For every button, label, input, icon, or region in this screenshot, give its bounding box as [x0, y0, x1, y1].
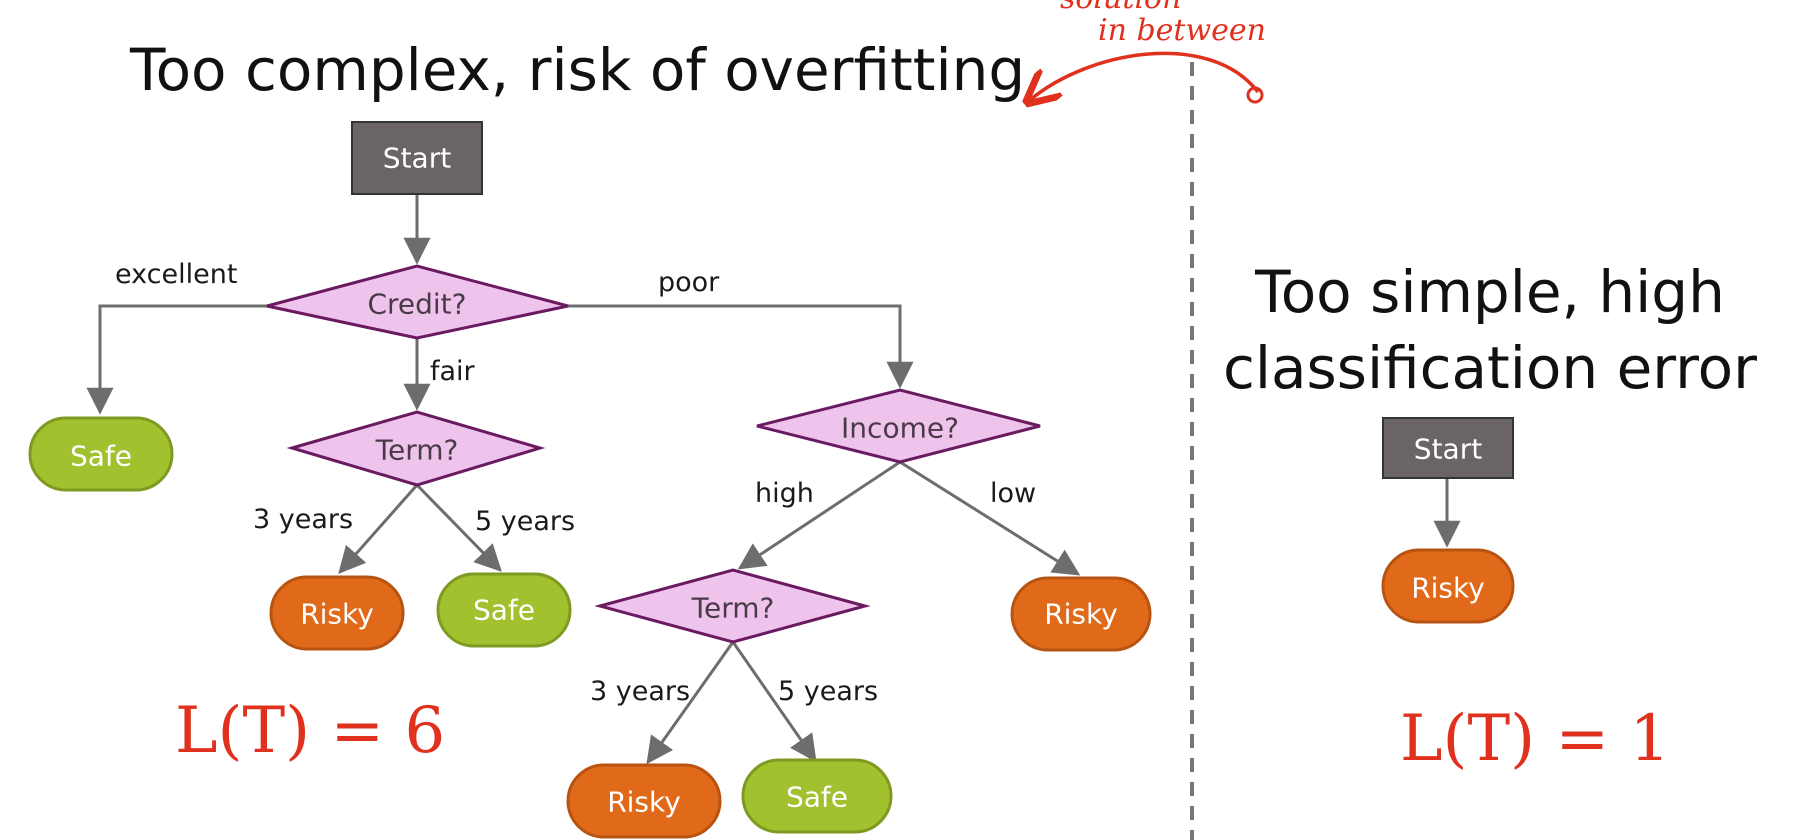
node-credit: Credit? [266, 264, 569, 340]
svg-text:Safe: Safe [473, 594, 535, 627]
svg-text:Start: Start [383, 142, 451, 175]
svg-text:Safe: Safe [70, 440, 132, 473]
svg-text:Risky: Risky [607, 786, 681, 819]
right-title-line1: Too simple, high [1254, 258, 1725, 326]
svg-text:Income?: Income? [841, 412, 959, 445]
svg-text:Safe: Safe [786, 781, 848, 814]
svg-text:Term?: Term? [375, 434, 459, 467]
edge-label-5-years: 5 years [475, 506, 575, 537]
edge-label-5-years-b: 5 years [778, 676, 878, 707]
edge-credit-excellent [86, 304, 267, 415]
leaf-safe-excellent: Safe [28, 416, 174, 492]
edge-term2-5y [731, 641, 817, 763]
svg-text:Risky: Risky [300, 598, 374, 631]
node-term-credit-fair: Term? [286, 410, 546, 487]
edge-term1-5y [415, 483, 502, 572]
right-node-start: Start [1382, 417, 1514, 479]
node-income: Income? [756, 388, 1041, 464]
leaf-risky-low: Risky [1010, 576, 1152, 652]
leaf-risky-3-years: Risky [269, 575, 405, 651]
leaf-safe-5-years-b: Safe [741, 758, 893, 834]
right-leaf-risky: Risky [1381, 548, 1515, 624]
edge-label-low: low [990, 478, 1036, 509]
edge-term2-3y [646, 641, 735, 765]
node-term-income-high: Term? [594, 568, 871, 644]
svg-text:Start: Start [1414, 433, 1482, 466]
svg-text:Credit?: Credit? [367, 288, 466, 321]
annotation-in-between: in between [1098, 13, 1266, 48]
right-title-line2: classification error [1223, 334, 1757, 402]
edge-credit-poor [568, 304, 914, 389]
leaf-safe-5-years: Safe [436, 572, 572, 648]
svg-text:Risky: Risky [1044, 598, 1118, 631]
edge-term1-3y [338, 484, 419, 575]
annotation-arrow-tail [1246, 86, 1264, 104]
edge-label-poor: poor [658, 267, 720, 298]
svg-text:Term?: Term? [691, 592, 775, 625]
edge-label-3-years: 3 years [253, 504, 353, 535]
edge-label-3-years-b: 3 years [590, 676, 690, 707]
edge-label-fair: fair [430, 356, 476, 387]
annotation-solution: solution [1060, 0, 1181, 16]
tree-edges [86, 195, 1461, 765]
edge-income-low [899, 460, 1081, 576]
left-handwritten-cost: L(T) = 6 [175, 694, 445, 768]
annotation-arrow [1030, 51, 1260, 100]
svg-text:Risky: Risky [1411, 572, 1485, 605]
leaf-risky-3-years-b: Risky [566, 763, 722, 839]
edge-label-excellent: excellent [115, 259, 237, 290]
right-handwritten-cost: L(T) = 1 [1400, 702, 1670, 776]
edge-income-high [737, 460, 901, 570]
edge-label-high: high [755, 478, 814, 509]
left-title: Too complex, risk of overfitting [129, 36, 1025, 104]
node-start: Start [351, 121, 483, 195]
